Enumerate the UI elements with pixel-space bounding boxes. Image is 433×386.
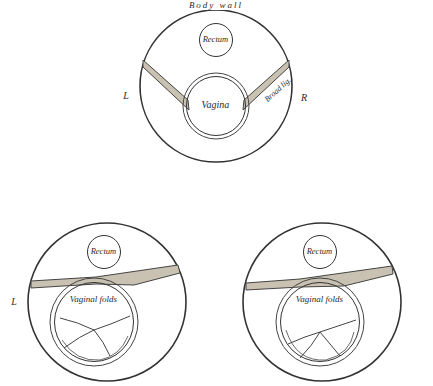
- organ-circle: Vaginal folds: [54, 282, 134, 362]
- fold-line: [286, 330, 354, 360]
- body-wall-outline: [243, 223, 401, 381]
- organ-circle: Rectum: [199, 23, 233, 57]
- body-wall-outline: [28, 223, 186, 381]
- ligament-wrap: [276, 278, 364, 366]
- anatomy-label: R: [301, 93, 307, 103]
- organ-circle: Rectum: [303, 235, 337, 269]
- anatomy-label: Body wall: [186, 1, 246, 10]
- organ-circle: Vagina: [186, 76, 246, 136]
- body-wall-outline: [140, 10, 292, 162]
- fold-line: [94, 330, 110, 356]
- organ-name: Vagina: [202, 100, 230, 110]
- anatomy-label: L: [123, 91, 129, 101]
- fold-line: [320, 332, 340, 356]
- broad-ligament: [143, 60, 189, 110]
- organ-name: Vaginal folds: [296, 295, 343, 304]
- organ-name: Rectum: [203, 35, 229, 44]
- organ-circle: Vaginal folds: [280, 282, 360, 362]
- organ-name: Vaginal folds: [70, 295, 117, 304]
- organ-name: Rectum: [91, 247, 117, 256]
- fold-line: [300, 332, 320, 358]
- fold-line: [60, 318, 94, 330]
- fold-line: [320, 320, 356, 332]
- fold-line: [94, 316, 130, 330]
- fold-line: [288, 332, 320, 344]
- organ-name: Rectum: [307, 247, 333, 256]
- fold-line: [64, 330, 94, 348]
- fold-line: [62, 336, 128, 360]
- organ-circle: Rectum: [87, 235, 121, 269]
- vagina-wall: [183, 73, 249, 139]
- anatomy-label: L: [11, 297, 17, 307]
- ligament-wrap: [50, 278, 138, 366]
